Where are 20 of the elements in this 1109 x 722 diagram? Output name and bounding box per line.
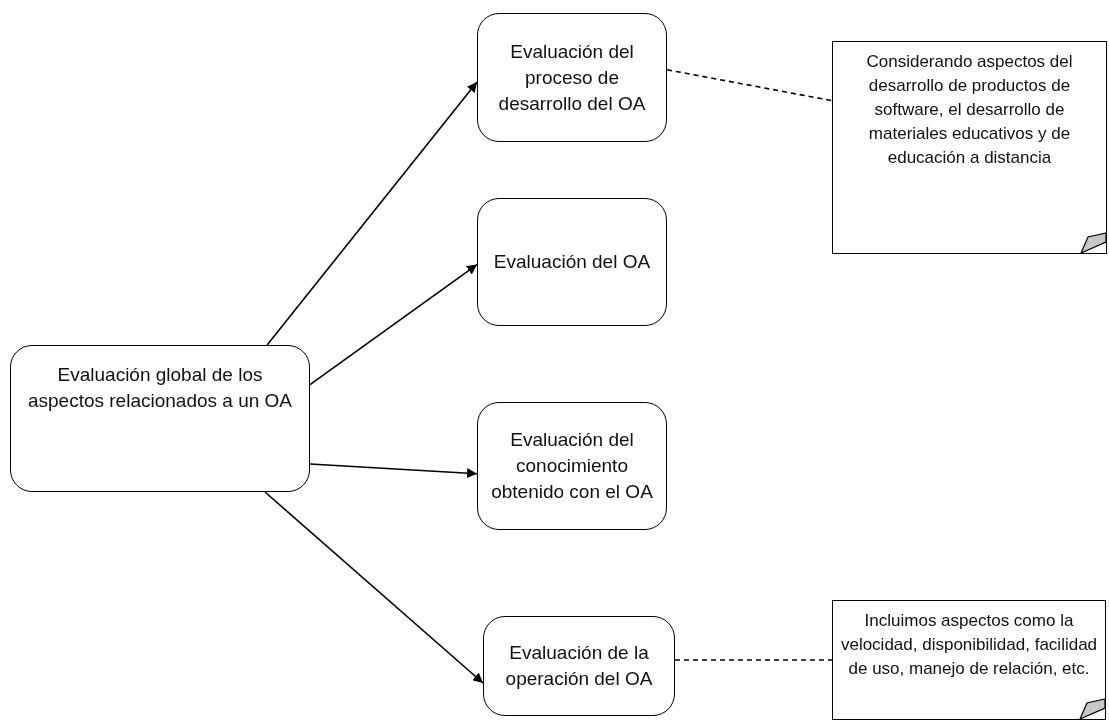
box-label: Evaluación de la operación del OA: [504, 641, 654, 691]
box-label: Evaluación del OA: [493, 250, 651, 274]
process-box: [483, 616, 675, 716]
note-box: [832, 600, 1106, 720]
box-label: Evaluación global de los aspectos relacionados a un OA: [26, 363, 294, 413]
arrow: [264, 491, 484, 684]
process-box: [10, 345, 310, 492]
note-text: Incluimos aspectos como la velocidad, disponibilidad, facilidad de uso, manejo de relación, etc.: [839, 610, 1099, 680]
box-label: Evaluación del conocimiento obtenido con el OA: [490, 428, 654, 504]
arrow: [266, 81, 478, 346]
arrow: [309, 263, 478, 386]
process-box: [477, 402, 667, 530]
process-box: [477, 13, 667, 142]
connector-line: [666, 68, 833, 102]
connector-line: [674, 659, 833, 661]
box-label: Evaluación del proceso de desarrollo del OA: [497, 39, 647, 116]
note-text: Considerando aspectos del desarrollo de productos de software, el desarrollo de materiales educativos y de educación a distancia: [865, 51, 1074, 169]
note-box: [832, 41, 1107, 254]
arrow: [309, 463, 478, 479]
process-box: [477, 198, 667, 326]
